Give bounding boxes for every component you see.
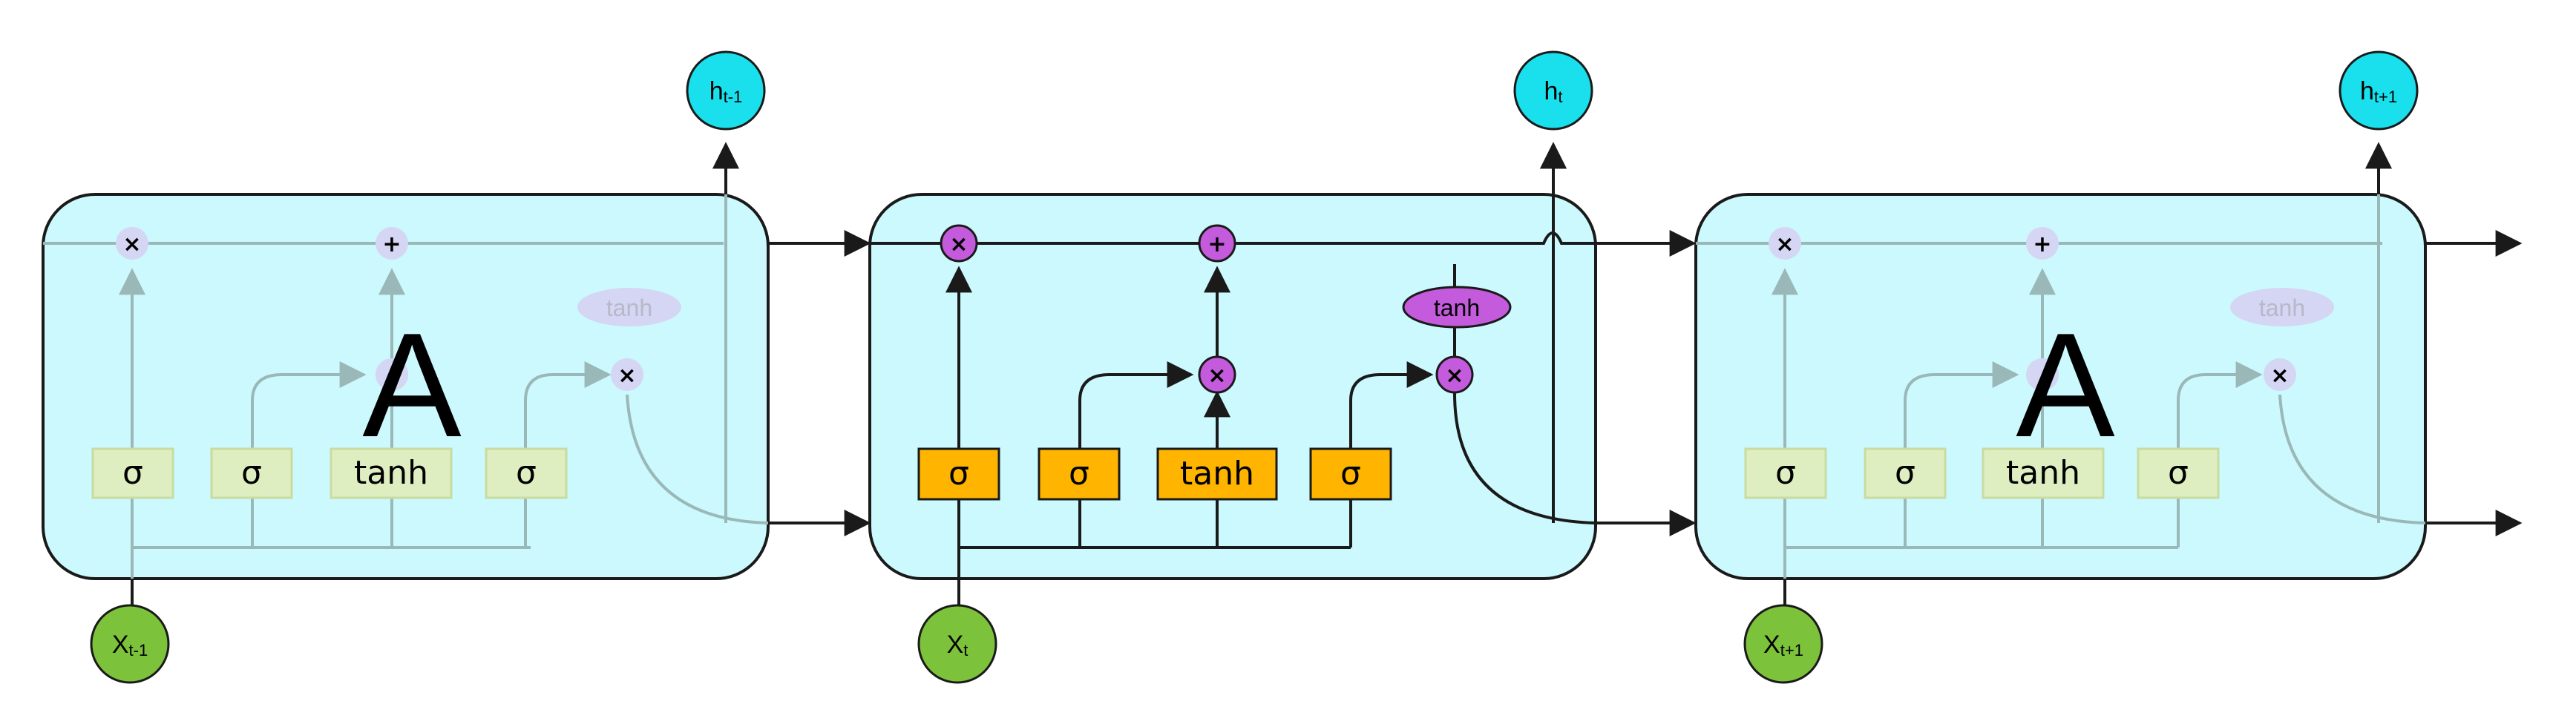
cell-1-add-symbol: + [382,231,401,257]
cell-1-input-label: Xt-1 [112,631,148,659]
cell-2-input-node [917,604,997,684]
cell-1-forget-gate-label: σ [122,454,143,492]
cell-3-output-gate [2137,447,2220,499]
cell-1-input-gate [210,447,293,499]
cell-1-hidden-label: ht-1 [709,77,743,106]
cell-2-output-gate [1309,447,1392,501]
cell-2-tanh-label: tanh [1434,295,1480,321]
cell-1-output-multiply-op [611,358,643,391]
cell-1-input-node [90,604,170,684]
cell-1-hidden-node [686,50,766,131]
cell-1-tanh-op [577,288,681,326]
cell-3-candidate-gate [1982,447,2105,499]
cell-2-input-gate [1038,447,1121,501]
cell-3-tanh-label: tanh [2259,295,2305,321]
cell-2-forget-gate-label: σ [948,455,969,493]
cell-2-input-label: Xt [947,631,969,659]
cell-2-forget-multiply-op [940,224,978,263]
cell-2-forget-multiply-symbol: × [949,231,968,257]
cell-1-output-gate-label: σ [516,454,537,492]
cell-2-internal-lines [870,142,1596,579]
cell-3-add-op [2026,227,2059,260]
cell-1-input-gate-label: σ [241,454,262,492]
cell-1-candidate-gate [330,447,453,499]
cell-3-output-multiply-op [2264,358,2296,391]
cell-2-add-symbol: + [1207,231,1226,257]
cell-3-forget-multiply-symbol: × [1775,231,1794,257]
cell-1-output-multiply-symbol: × [617,363,636,389]
cell-1-forget-multiply-symbol: × [122,231,141,257]
cell-3-hidden-label: ht+1 [2360,77,2397,106]
cell-3-input-gate-label: σ [1895,454,1915,492]
cell-3-forget-gate [1744,447,1827,499]
cell-3-input-node [1743,604,1823,684]
inter-cell-connectors [768,230,2523,536]
cell-3-forget-multiply-op [1769,227,1801,260]
cell-3-candidate-gate-label: tanh [2006,454,2080,492]
cell-3-input-multiply-op [2026,358,2059,391]
cell-3-hidden-node [2339,50,2419,131]
cell-2-input-gate-label: σ [1069,455,1089,493]
cell-3-label: A [2016,303,2115,468]
cell-1-forget-gate [91,447,174,499]
lstm-cell-3: × + × tanh σ σ tanh σ A ht+1 Xt+1 [1694,50,2427,684]
cell-1-label: A [362,303,462,468]
cell-3-tanh-op [2230,288,2334,326]
cell-2-candidate-gate [1156,447,1278,501]
lstm-cell-1: × + × tanh σ σ tanh σ A ht-1 Xt-1 [42,50,770,684]
cell-2-output-multiply-op [1435,355,1474,394]
cell-2-output-gate-label: σ [1340,455,1361,493]
cell-2-hidden-label: ht [1544,77,1562,106]
cell-3-input-label: Xt+1 [1763,631,1803,659]
cell-1-add-op [376,227,408,260]
cell-1-candidate-gate-label: tanh [354,454,428,492]
cell-1-output-gate [485,447,568,499]
cell-2-forget-gate [917,447,1000,501]
lstm-cell-2: × + × × tanh σ σ tanh σ ht Xt [868,50,1597,684]
cell-2-output-multiply-symbol: × [1445,363,1464,389]
cell-2-input-multiply-symbol: × [1207,363,1226,389]
cell-2-hidden-node [1513,50,1593,131]
cell-3-output-multiply-symbol: × [2270,363,2289,389]
cell-3-add-symbol: + [2033,231,2051,257]
cell-1-forget-multiply-op [116,227,148,260]
cell-1-input-multiply-op [376,358,408,391]
cell-2-input-multiply-op [1198,355,1236,394]
cell-1-tanh-label: tanh [606,295,652,321]
cell-2-add-op [1198,224,1236,263]
cell-2-candidate-gate-label: tanh [1180,455,1254,493]
cell-3-output-gate-label: σ [2168,454,2189,492]
cell-2-tanh-op [1402,286,1512,329]
cell-3-input-gate [1864,447,1947,499]
cell-3-forget-gate-label: σ [1775,454,1796,492]
